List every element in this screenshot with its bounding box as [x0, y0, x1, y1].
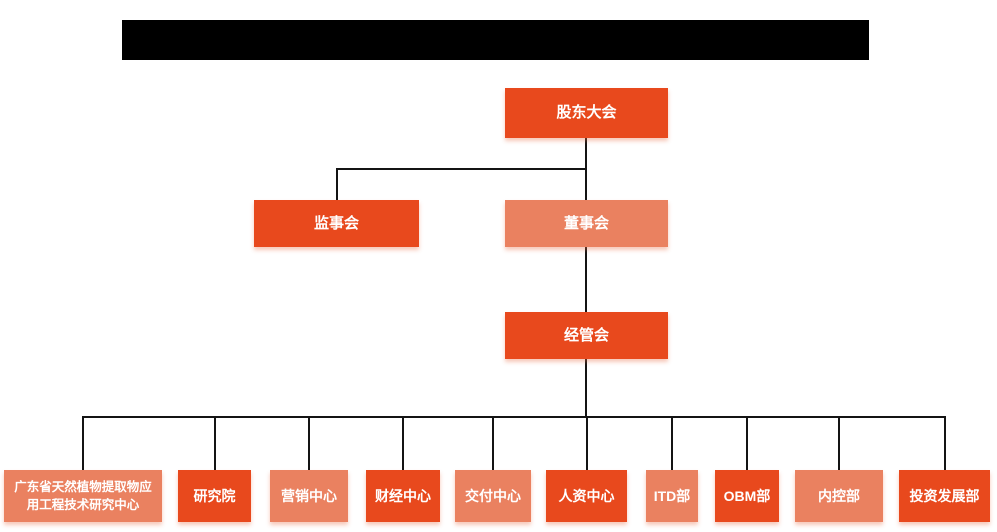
connector-directors-to-management: [585, 246, 587, 313]
connector-branch-horizontal: [336, 168, 587, 170]
org-node-finance-center: 财经中心: [366, 470, 440, 522]
org-node-internal-control-dept: 内控部: [795, 470, 883, 522]
org-node-delivery-center: 交付中心: [455, 470, 531, 522]
connector-drop-marketing-center: [308, 416, 310, 471]
org-node-management-committee: 经管会: [505, 312, 668, 359]
org-node-shareholders-meeting: 股东大会: [505, 88, 668, 138]
org-node-board-of-directors: 董事会: [505, 200, 668, 247]
org-node-supervisory-board: 监事会: [254, 200, 419, 247]
org-node-hr-center: 人资中心: [546, 470, 627, 522]
connector-drop-itd-dept: [671, 416, 673, 471]
redacted-title-bar: [122, 20, 869, 60]
connector-to-supervisory-board: [336, 168, 338, 201]
connector-drop-investment-development-dept: [944, 416, 946, 471]
connector-drop-obm-dept: [746, 416, 748, 471]
org-node-itd-dept: ITD部: [646, 470, 698, 522]
connector-drop-internal-control-dept: [838, 416, 840, 471]
org-node-marketing-center: 营销中心: [270, 470, 348, 522]
connector-drop-research-institute: [214, 416, 216, 471]
connector-drop-gd-research-center: [82, 416, 84, 471]
org-node-gd-research-center: 广东省天然植物提取物应 用工程技术研究中心: [4, 470, 162, 522]
connector-bottom-rail: [82, 416, 946, 418]
connector-drop-hr-center: [586, 416, 588, 471]
connector-drop-delivery-center: [492, 416, 494, 471]
org-node-research-institute: 研究院: [178, 470, 251, 522]
connector-drop-finance-center: [402, 416, 404, 471]
org-node-investment-development-dept: 投资发展部: [899, 470, 990, 522]
connector-management-down: [585, 358, 587, 417]
org-node-obm-dept: OBM部: [715, 470, 779, 522]
